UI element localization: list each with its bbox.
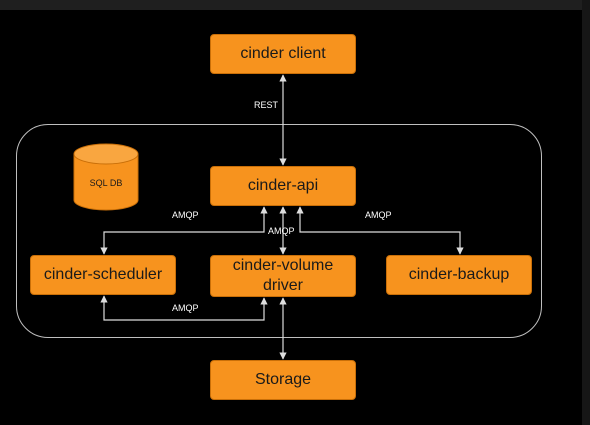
cinder-backup-node: cinder-backup bbox=[386, 255, 532, 295]
amqp-center-label: AMQP bbox=[268, 226, 295, 236]
amqp-bottom-label: AMQP bbox=[172, 303, 199, 313]
database-cylinder-icon: SQL DB bbox=[73, 143, 139, 211]
amqp-right-label: AMQP bbox=[365, 210, 392, 220]
cinder-scheduler-node: cinder-scheduler bbox=[30, 255, 176, 295]
storage-node: Storage bbox=[210, 360, 356, 400]
cinder-volume-label: cinder-volume bbox=[232, 257, 334, 274]
cinder-client-label: cinder client bbox=[240, 45, 326, 62]
window-right-edge bbox=[582, 0, 590, 425]
api-scheduler-amqp-connector bbox=[100, 206, 268, 255]
driver-label: driver bbox=[262, 277, 303, 294]
amqp-left-label: AMQP bbox=[172, 210, 199, 220]
cinder-api-label: cinder-api bbox=[247, 177, 319, 194]
scheduler-volume-amqp-connector bbox=[100, 295, 268, 321]
sql-db-label: SQL DB bbox=[90, 178, 123, 188]
rest-label: REST bbox=[254, 100, 279, 110]
api-backup-amqp-connector bbox=[296, 206, 464, 255]
cinder-scheduler-label: cinder-scheduler bbox=[43, 266, 163, 283]
cinder-volume-node: cinder-volume driver bbox=[210, 255, 356, 297]
sql-db-node: SQL DB bbox=[72, 142, 140, 212]
cinder-api-node: cinder-api bbox=[210, 166, 356, 206]
window-top-bar bbox=[0, 0, 590, 10]
cinder-client-node: cinder client bbox=[210, 34, 356, 74]
storage-label: Storage bbox=[254, 371, 312, 388]
cinder-backup-label: cinder-backup bbox=[408, 266, 510, 283]
cinder-services-group bbox=[16, 124, 542, 338]
